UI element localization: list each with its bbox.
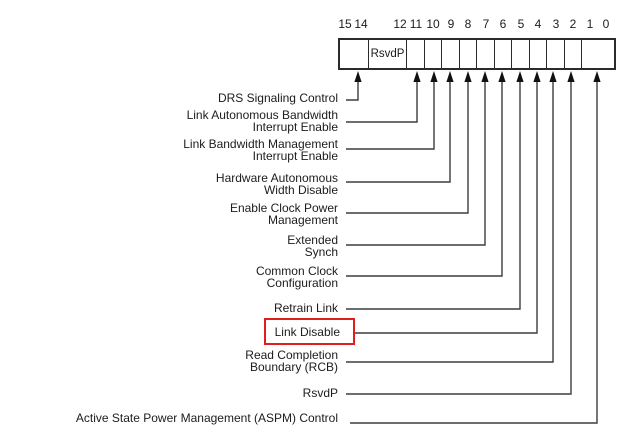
register-cell-bit-2 xyxy=(565,40,582,68)
field-label-read-completion-boundary: Read Completion Boundary (RCB) xyxy=(245,348,338,374)
bit-number-15: 15 xyxy=(338,17,352,31)
connector-rsvdp xyxy=(346,71,575,395)
bit-number-5: 5 xyxy=(517,17,525,31)
register-cell-bit-7 xyxy=(477,40,495,68)
connector-link-bandwidth-management-interrupt-enable xyxy=(346,71,438,150)
connector-link-disable xyxy=(355,71,541,334)
arrowhead-bit-3 xyxy=(549,71,557,82)
arrowhead-bit-8 xyxy=(464,71,472,82)
register-box: RsvdP xyxy=(338,38,616,70)
connector-read-completion-boundary xyxy=(346,71,557,363)
arrowhead-bits-1-0 xyxy=(593,71,601,82)
connector-common-clock-configuration xyxy=(346,71,506,277)
connector-aspm-control xyxy=(350,71,601,424)
bit-number-10: 10 xyxy=(426,17,440,31)
bit-number-0: 0 xyxy=(602,17,610,31)
bit-number-14: 14 xyxy=(354,17,368,31)
bit-number-12: 12 xyxy=(393,17,407,31)
field-label-drs-signaling-control: DRS Signaling Control xyxy=(217,91,338,105)
bit-number-9: 9 xyxy=(447,17,455,31)
register-cell-bit-9 xyxy=(442,40,460,68)
arrowhead-bit-11 xyxy=(413,71,421,82)
register-cell-bit-11 xyxy=(407,40,425,68)
bit-number-4: 4 xyxy=(534,17,542,31)
bit-number-11: 11 xyxy=(409,17,423,31)
bit-number-6: 6 xyxy=(499,17,507,31)
arrowhead-bit-5 xyxy=(516,71,524,82)
rsvdp-cell-label: RsvdP xyxy=(370,48,405,60)
arrowhead-bit-6 xyxy=(498,71,506,82)
register-cell-bit-6 xyxy=(495,40,512,68)
field-label-link-autonomous-bandwidth-interrupt-enable: Link Autonomous Bandwidth Interrupt Enab… xyxy=(186,108,338,134)
register-cell-bits-13-12: RsvdP xyxy=(369,40,407,68)
connector-link-autonomous-bandwidth-interrupt-enable xyxy=(346,71,421,123)
register-cell-bit-8 xyxy=(460,40,477,68)
field-label-retrain-link: Retrain Link xyxy=(273,301,338,315)
arrowhead-bits-15-14 xyxy=(354,71,362,82)
bit-number-1: 1 xyxy=(586,17,594,31)
arrowhead-bit-9 xyxy=(446,71,454,82)
register-cell-bits-15-14 xyxy=(340,40,369,68)
register-cell-bit-10 xyxy=(425,40,442,68)
arrowhead-bit-10 xyxy=(430,71,438,82)
field-label-rsvdp: RsvdP xyxy=(302,386,338,400)
field-label-extended-synch: Extended Synch xyxy=(287,233,338,259)
arrowhead-bit-2 xyxy=(567,71,575,82)
connector-extended-synch xyxy=(346,71,489,246)
register-cell-bit-5 xyxy=(512,40,530,68)
field-label-common-clock-configuration: Common Clock Configuration xyxy=(255,264,338,290)
register-cell-bit-3 xyxy=(547,40,565,68)
register-cell-bit-4 xyxy=(530,40,547,68)
link-disable-highlight-box: Link Disable xyxy=(264,318,355,345)
connector-retrain-link xyxy=(346,71,524,310)
field-label-hardware-autonomous-width-disable: Hardware Autonomous Width Disable xyxy=(215,171,338,197)
field-label-enable-clock-power-management: Enable Clock Power Management xyxy=(229,201,338,227)
connector-hardware-autonomous-width-disable xyxy=(346,71,454,183)
bit-number-8: 8 xyxy=(464,17,472,31)
connector-drs-signaling-control xyxy=(346,71,362,101)
field-label-link-bandwidth-management-interrupt-enable: Link Bandwidth Management Interrupt Enab… xyxy=(183,137,338,163)
bit-number-7: 7 xyxy=(482,17,490,31)
connector-enable-clock-power-management xyxy=(346,71,472,214)
arrowhead-bit-4 xyxy=(533,71,541,82)
field-label-link-disable: Link Disable xyxy=(274,324,340,339)
arrowhead-bit-7 xyxy=(481,71,489,82)
bit-number-2: 2 xyxy=(569,17,577,31)
bit-number-3: 3 xyxy=(552,17,560,31)
field-label-aspm-control: Active State Power Management (ASPM) Con… xyxy=(75,411,338,425)
